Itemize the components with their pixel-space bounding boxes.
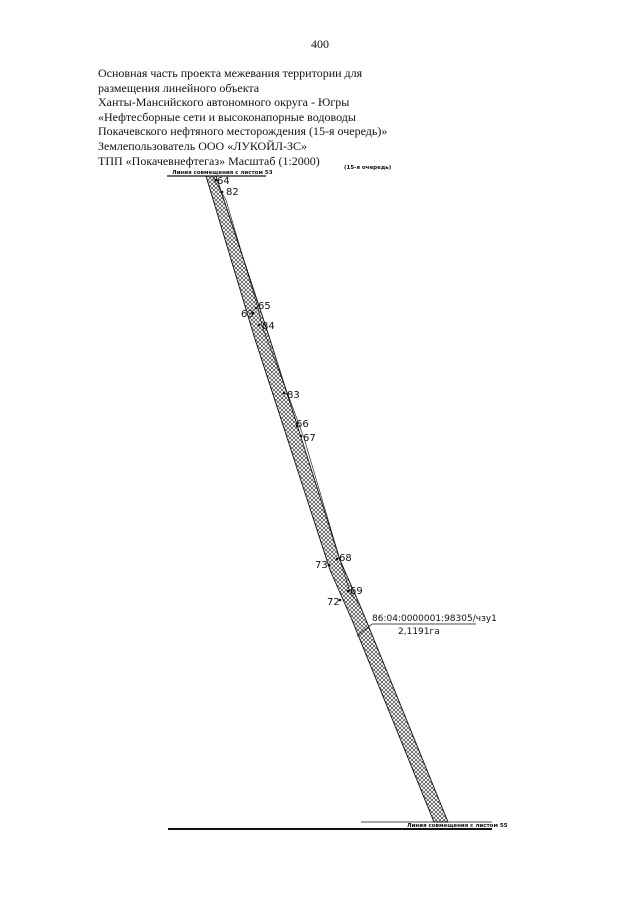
- point-63-marker: [251, 311, 255, 315]
- point-label-67: 67: [303, 433, 316, 444]
- point-label-63: 63: [241, 309, 254, 320]
- point-label-66: 66: [296, 419, 309, 430]
- point-label-68: 68: [339, 553, 352, 564]
- header-line-1: Основная часть проекта межевания террито…: [98, 66, 363, 80]
- parcel-leader-line: [356, 623, 476, 637]
- point-65-marker: [254, 306, 258, 310]
- point-84-marker: [257, 323, 261, 327]
- point-label-82: 82: [226, 187, 239, 198]
- header-line-2: размещения линейного объекта: [98, 80, 260, 95]
- point-label-73: 73: [315, 560, 328, 571]
- point-83-marker: [282, 391, 286, 395]
- corridor-axis-line: [211, 175, 361, 607]
- header-line-3: Ханты-Мансийского автономного округа - Ю…: [98, 95, 350, 110]
- point-72-marker: [338, 598, 342, 602]
- point-69-marker: [346, 589, 350, 593]
- point-label-84: 84: [262, 321, 275, 332]
- point-label-65: 65: [258, 301, 271, 312]
- document-header: Основная часть проекта межевания террито…: [98, 66, 428, 168]
- point-label-69: 69: [350, 586, 363, 597]
- point-label-83: 83: [287, 390, 300, 401]
- point-68-marker: [335, 557, 339, 561]
- header-line-6: Землепользователь ООО «ЛУКОЙЛ-ЗС»: [98, 138, 308, 153]
- point-67-marker: [299, 434, 303, 438]
- point-label-72: 72: [327, 597, 340, 608]
- top-right-caption: (15-я очередь): [344, 165, 392, 171]
- parcel-area: 2,1191га: [398, 627, 440, 637]
- hatched-corridor: [205, 175, 449, 823]
- point-label-64: 64: [217, 176, 230, 187]
- parcel-cadastral-number: 86:04:0000001:98305/чзу1: [372, 614, 497, 624]
- top-match-caption: Линия совмещения с листом 53: [172, 170, 273, 176]
- point-73-marker: [327, 563, 331, 567]
- header-line-4: «Нефтесборные сети и высоконапорные водо…: [98, 109, 356, 124]
- page-number: 400: [311, 37, 329, 51]
- header-line-5: Покачевского нефтяного месторождения (15…: [98, 124, 388, 139]
- point-64-marker: [214, 178, 218, 182]
- bottom-match-caption: Линия совмещения с листом 55: [407, 823, 508, 829]
- header-line-7: ТПП «Покачевнефтегаз» Масштаб (1:2000): [98, 153, 320, 168]
- point-66-marker: [295, 424, 299, 428]
- point-82-marker: [220, 190, 224, 194]
